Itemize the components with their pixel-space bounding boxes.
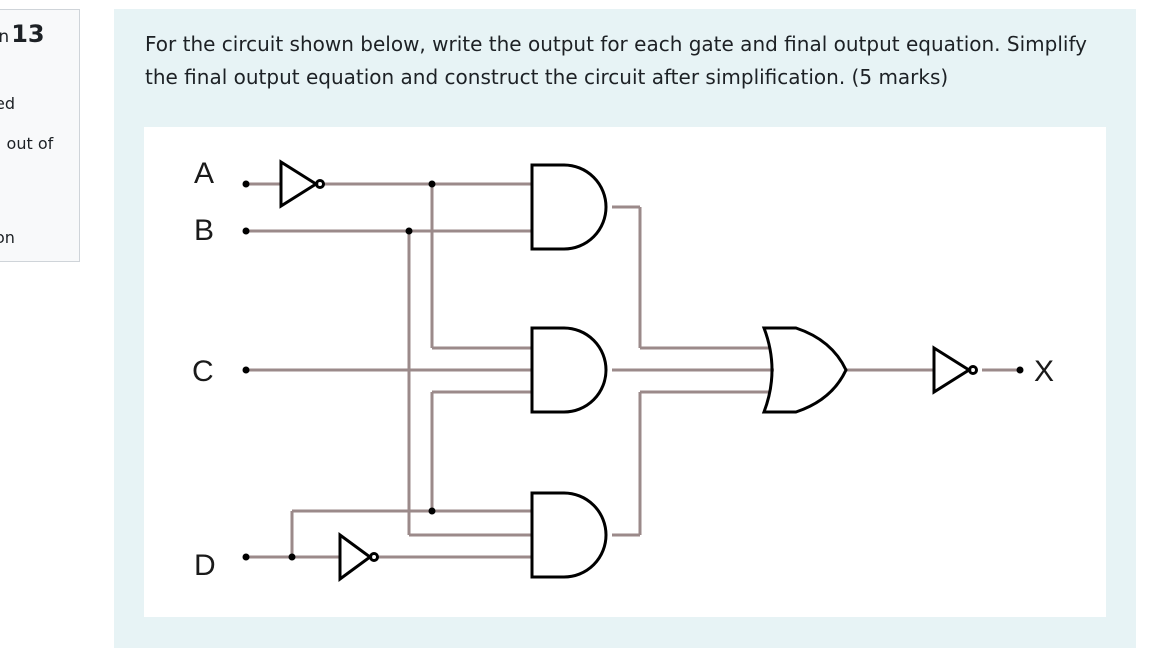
and-gate-2 bbox=[530, 326, 608, 414]
not-gate-output bbox=[932, 345, 972, 395]
input-label-b: B bbox=[194, 214, 214, 247]
not-gate-output-bubble bbox=[968, 365, 978, 375]
not-gate-d-bubble bbox=[369, 552, 379, 562]
and-gate-3 bbox=[530, 491, 608, 579]
input-label-a: A bbox=[194, 157, 214, 190]
question-content: For the circuit shown below, write the o… bbox=[114, 9, 1136, 648]
input-c-terminal bbox=[242, 366, 250, 374]
flag-question-link[interactable]: on bbox=[0, 228, 15, 247]
question-number: 13 bbox=[11, 20, 45, 48]
junction-d-branch bbox=[288, 553, 296, 561]
output-x-terminal bbox=[1016, 366, 1024, 374]
circuit-diagram: A B C D X bbox=[144, 127, 1106, 617]
question-number-label: on13 bbox=[0, 20, 45, 48]
wires bbox=[246, 182, 1017, 559]
circuit-svg: A B C D X bbox=[192, 157, 1054, 582]
output-label-x: X bbox=[1034, 355, 1054, 388]
and-gate-1 bbox=[530, 163, 608, 251]
input-label-d: D bbox=[194, 549, 216, 582]
question-marks: l out of bbox=[0, 134, 54, 153]
not-gate-a-bubble bbox=[315, 179, 325, 189]
input-b-terminal bbox=[242, 227, 250, 235]
junction-a-bus bbox=[428, 180, 436, 188]
input-d-terminal bbox=[242, 553, 250, 561]
not-gate-d bbox=[338, 532, 373, 582]
question-status: ed bbox=[0, 94, 15, 113]
junctions bbox=[242, 180, 1024, 561]
input-label-c: C bbox=[192, 355, 214, 388]
not-gate-a bbox=[279, 159, 319, 209]
junction-lower-bus bbox=[428, 507, 436, 515]
question-word: on bbox=[0, 27, 9, 47]
question-info-panel: on13 ed l out of on bbox=[0, 9, 80, 262]
input-a-terminal bbox=[242, 180, 250, 188]
gates bbox=[279, 159, 978, 582]
question-text: For the circuit shown below, write the o… bbox=[145, 32, 1087, 89]
or-gate bbox=[761, 326, 848, 414]
junction-b-bus bbox=[405, 227, 413, 235]
